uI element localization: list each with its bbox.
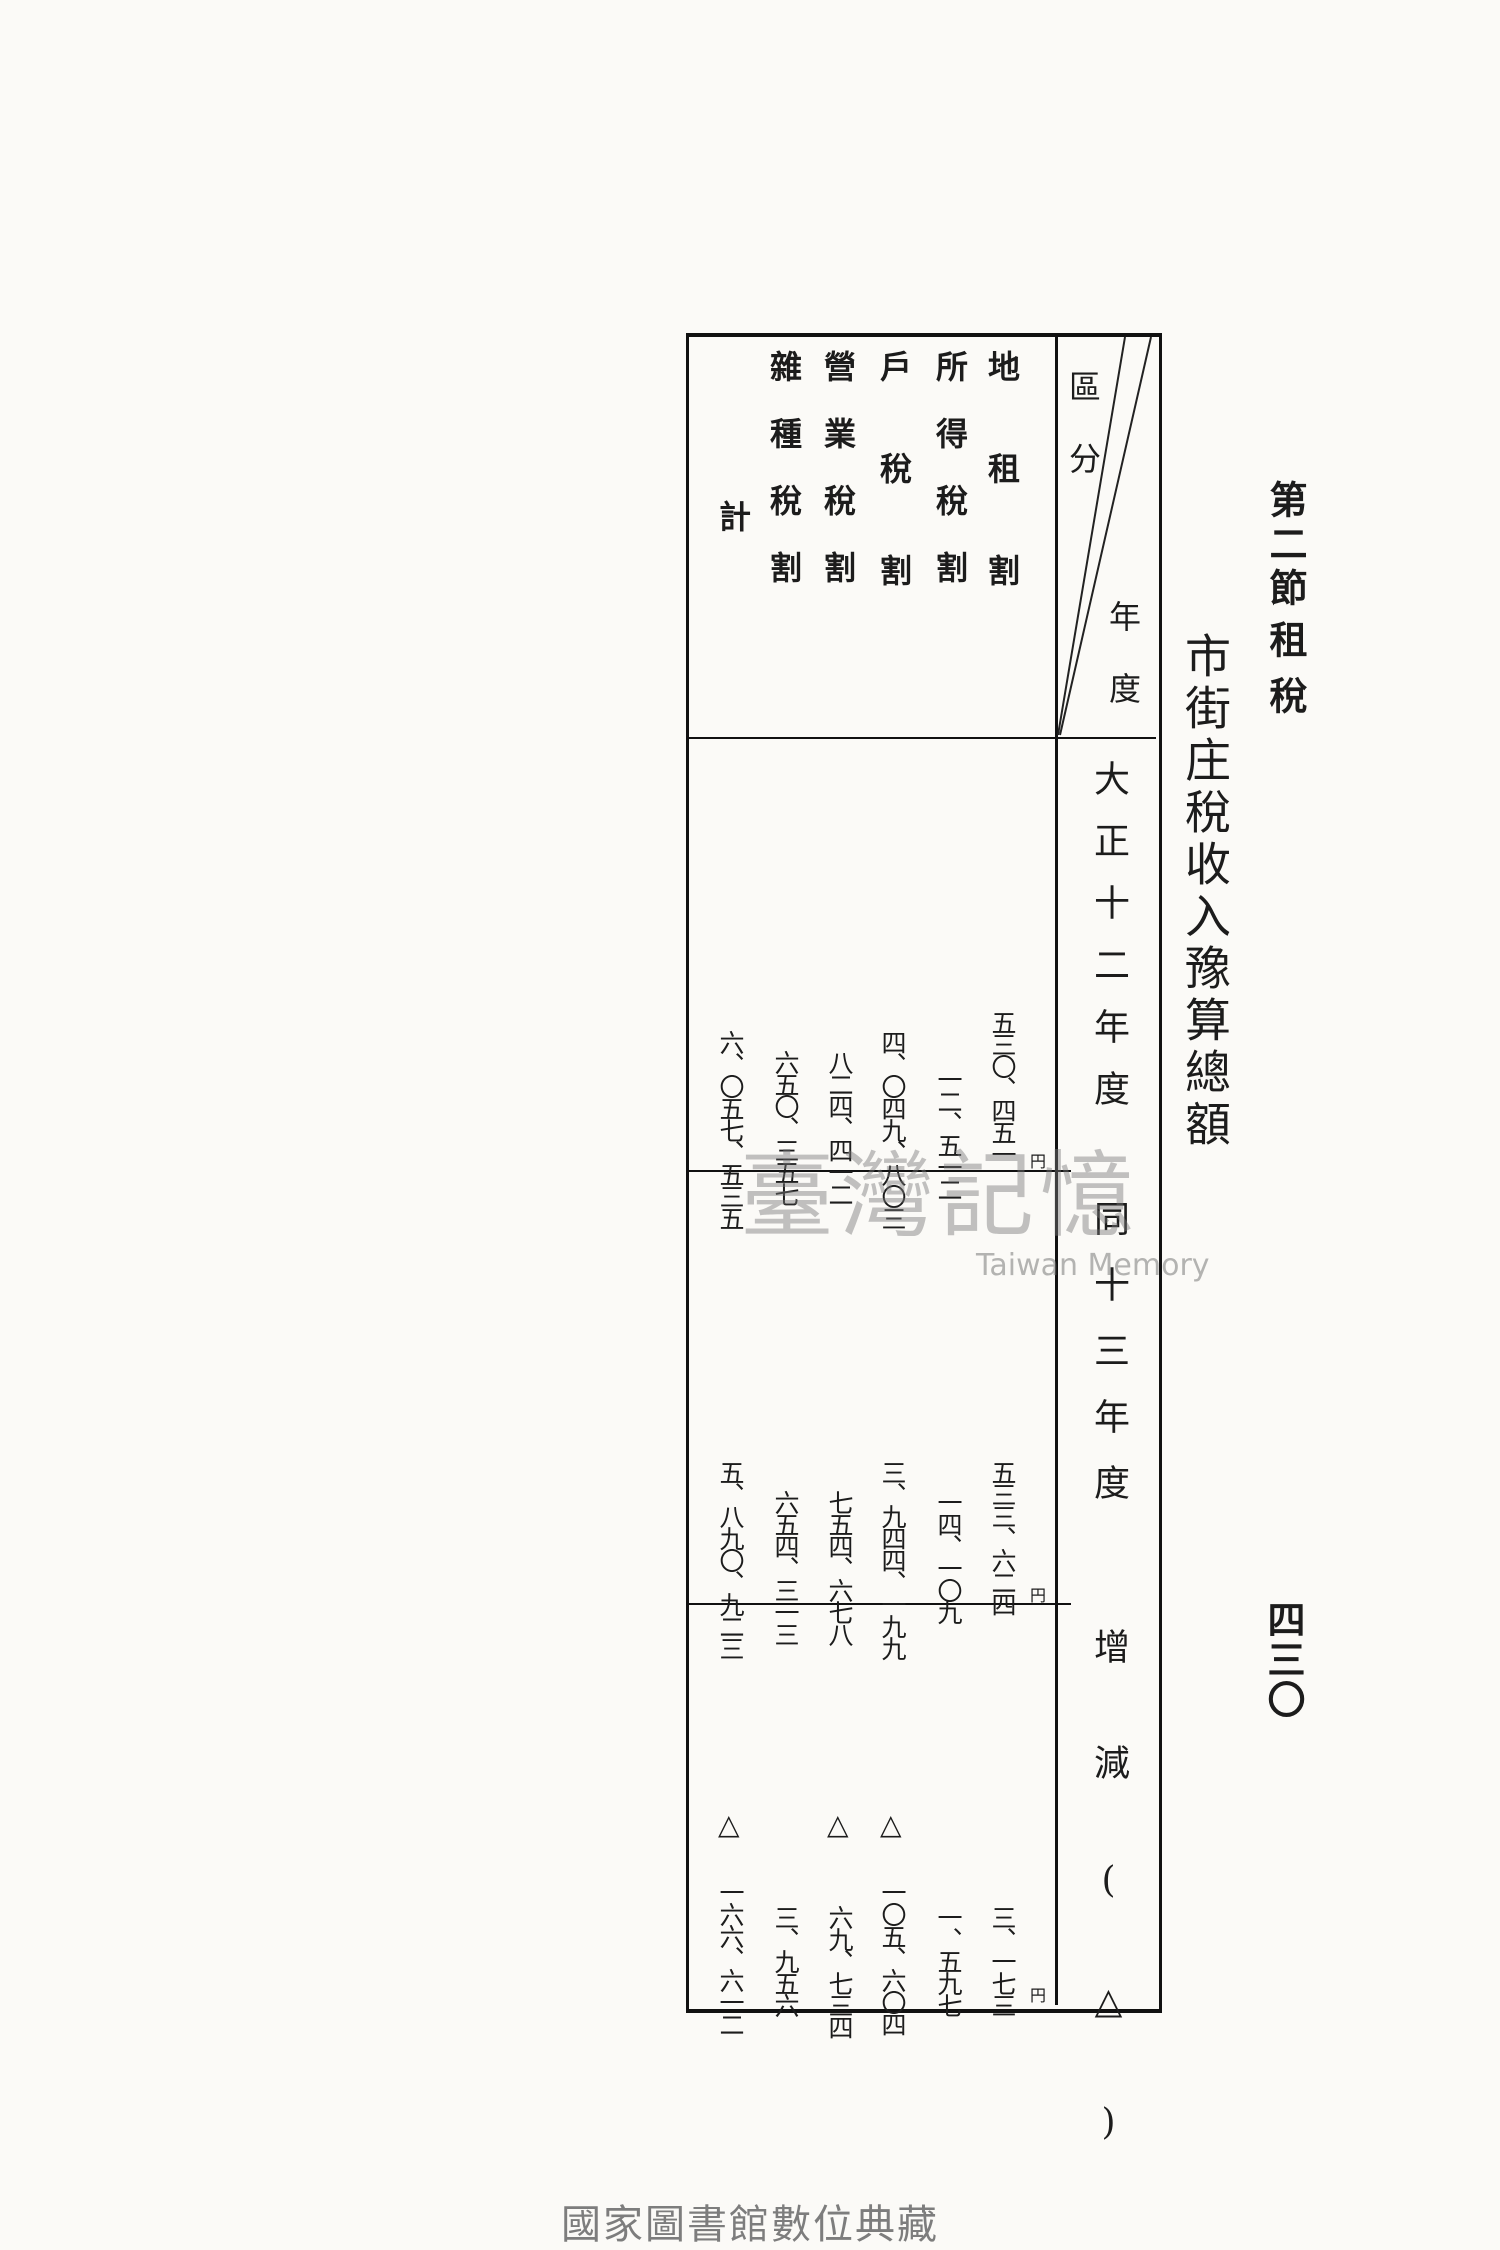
row-label-income-tax: 所得稅割 — [931, 350, 969, 618]
row-label-land-tax: 地租割 — [983, 350, 1021, 656]
cell-land-tax-change: 三、一七三 — [988, 1905, 1017, 2015]
decrease-marker-household-tax: △ — [880, 1808, 902, 1841]
row-label-business-tax: 營業稅割 — [819, 350, 857, 618]
page-number: 四三〇 — [1261, 1600, 1306, 1720]
corner-row-axis-label: 區分 — [1064, 370, 1102, 514]
cell-income-tax-year-2: 一四、一〇九 — [934, 1490, 963, 1622]
table-caption: 市街庄稅收入豫算總額 — [1178, 632, 1232, 1152]
watermark-logo: 臺灣記憶 — [740, 1142, 1141, 1251]
cell-household-tax-change: 一〇五、六〇四 — [878, 1880, 907, 2034]
cell-total-change: 一六六、六一二 — [716, 1880, 745, 2034]
row-label-total: 計 — [714, 500, 752, 542]
currency-unit-change: 円 — [1030, 1986, 1047, 2005]
header-row-rule — [686, 737, 1156, 739]
cell-total-year-2: 五、八九〇、九二三 — [716, 1460, 745, 1658]
cell-business-tax-year-1: 八二四、四一二 — [825, 1050, 854, 1204]
section-label: 第二節 — [1263, 480, 1308, 612]
decrease-marker-business-tax: △ — [827, 1808, 849, 1841]
cell-income-tax-year-1: 一二、五一二 — [934, 1067, 963, 1199]
cell-household-tax-year-2: 三、九四四、一九九 — [878, 1460, 907, 1658]
currency-unit-year-2: 円 — [1030, 1586, 1047, 1605]
column-header-change-text: 增減(△) — [1088, 1628, 1129, 2223]
cell-land-tax-year-1: 五三〇、四五一 — [988, 1010, 1017, 1164]
table-frame — [686, 333, 1162, 2013]
column-header-year-2: 同十三年度 — [1088, 1200, 1129, 1530]
row-label-household-tax: 戶稅割 — [875, 350, 913, 656]
cell-misc-tax-year-1: 六五〇、三五七 — [771, 1050, 800, 1204]
row-rule-2 — [686, 1603, 1071, 1605]
column-header-year-1: 大正十二年度 — [1088, 760, 1129, 1132]
corner-column-axis-label: 年度 — [1104, 600, 1142, 744]
currency-unit-year-1: 円 — [1030, 1152, 1047, 1171]
row-rule-1 — [686, 1170, 1071, 1172]
cell-misc-tax-change: 三、九五六 — [771, 1905, 800, 2015]
cell-income-tax-change: 一、五九七 — [934, 1905, 963, 2015]
row-label-misc-tax: 雜種稅割 — [765, 350, 803, 618]
watermark-subtext: Taiwan Memory — [976, 1248, 1210, 1283]
cell-misc-tax-year-2: 六五四、三一三 — [771, 1490, 800, 1644]
decrease-marker-total: △ — [718, 1808, 740, 1841]
cell-total-year-1: 六、〇五七、五三五 — [716, 1030, 745, 1228]
footer-credit: 國家圖書館數位典藏 — [561, 2202, 939, 2248]
cell-business-tax-year-2: 七五四、六七八 — [825, 1490, 854, 1644]
cell-land-tax-year-2: 五三三、六二四 — [988, 1460, 1017, 1614]
cell-household-tax-year-1: 四、〇四九、八〇三 — [878, 1030, 907, 1228]
column-header-change: 增減(△) — [1082, 1628, 1134, 2223]
cell-business-tax-change: 六九、七三四 — [825, 1905, 854, 2037]
section-title: 租稅 — [1263, 620, 1308, 732]
